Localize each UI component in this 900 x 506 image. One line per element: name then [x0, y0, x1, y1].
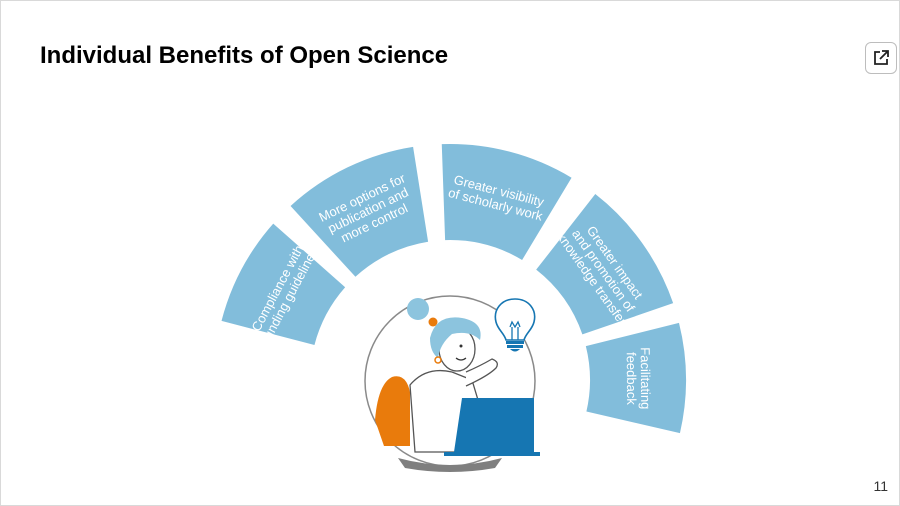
- lightbulb-icon: [494, 298, 536, 352]
- slide-title: Individual Benefits of Open Science: [40, 42, 449, 69]
- segment-label-feedback: Facilitatingfeedback: [624, 347, 654, 409]
- chair: [375, 376, 410, 446]
- hair: [430, 317, 481, 358]
- segment-options: [290, 146, 429, 277]
- person-illustration: [364, 295, 540, 472]
- segment-compliance: [221, 223, 346, 345]
- laptop: [454, 398, 534, 452]
- segment-visibility: [441, 144, 572, 260]
- popout-button[interactable]: [865, 42, 897, 74]
- external-link-icon: [874, 50, 889, 65]
- segment-label-line: Facilitating: [638, 347, 654, 409]
- segment-label-line: feedback: [624, 352, 639, 405]
- segment-feedback: [585, 322, 686, 434]
- segment-impact: [536, 194, 674, 335]
- page-number: 11: [873, 478, 888, 494]
